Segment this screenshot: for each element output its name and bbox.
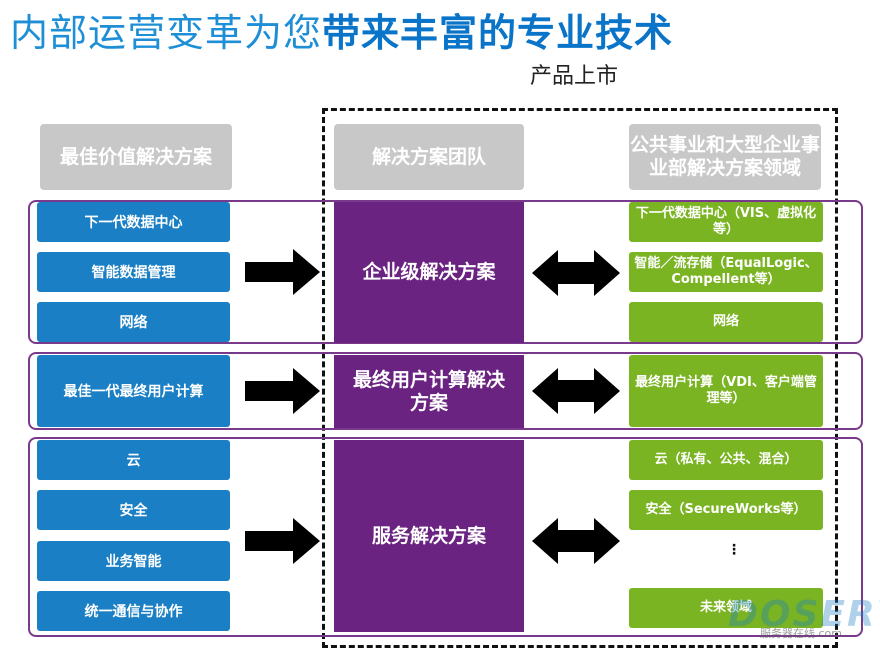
right-column-header: 公共事业和大型企业事业部解决方案领域 xyxy=(629,124,821,190)
page-subtitle: 产品上市 xyxy=(530,64,619,89)
page-title: 内部运营变革为您带来丰富的专业技术 xyxy=(10,8,673,58)
left-item-network: 网络 xyxy=(37,302,230,342)
double-arrow-icon xyxy=(532,518,620,564)
left-item-end-user-computing: 最佳一代最终用户计算 xyxy=(37,355,230,427)
band-services xyxy=(28,437,863,637)
mid-end-user-solution: 最终用户计算解决方案 xyxy=(334,355,524,428)
right-item-storage: 智能／流存储（EqualLogic、Compellent等） xyxy=(629,252,823,292)
right-item-end-user-computing: 最终用户计算（VDI、客户端管理等） xyxy=(629,355,823,427)
left-item-security: 安全 xyxy=(37,490,230,530)
arrow-right-icon xyxy=(245,368,320,414)
left-item-intelligent-data: 智能数据管理 xyxy=(37,252,230,292)
right-item-security: 安全（SecureWorks等） xyxy=(629,490,823,530)
mid-services-solution: 服务解决方案 xyxy=(334,440,524,632)
right-item-cloud: 云（私有、公共、混合） xyxy=(629,440,823,480)
right-item-next-gen-datacenter: 下一代数据中心（VIS、虚拟化等） xyxy=(629,202,823,242)
ellipsis-icon: ⋮ xyxy=(727,542,741,558)
left-item-cloud: 云 xyxy=(37,440,230,480)
left-item-next-gen-datacenter: 下一代数据中心 xyxy=(37,202,230,242)
title-bold: 带来丰富的专业技术 xyxy=(322,11,674,55)
arrow-right-icon xyxy=(245,249,320,295)
watermark-logo: DOSERV xyxy=(728,594,880,635)
left-column-header: 最佳价值解决方案 xyxy=(40,124,232,190)
left-item-unified-communications: 统一通信与协作 xyxy=(37,591,230,631)
watermark-text: 服务器在线.com xyxy=(760,627,842,640)
right-item-future: 未来领域 xyxy=(629,588,823,628)
double-arrow-icon xyxy=(532,250,620,296)
arrow-right-icon xyxy=(245,518,320,564)
mid-enterprise-solution: 企业级解决方案 xyxy=(334,202,524,343)
mid-column-header: 解决方案团队 xyxy=(334,124,524,190)
right-item-network: 网络 xyxy=(629,302,823,342)
double-arrow-icon xyxy=(532,368,620,414)
title-normal: 内部运营变革为您 xyxy=(10,11,323,55)
band-end-user xyxy=(28,352,863,430)
left-item-business-intelligence: 业务智能 xyxy=(37,541,230,581)
band-enterprise xyxy=(28,200,863,344)
